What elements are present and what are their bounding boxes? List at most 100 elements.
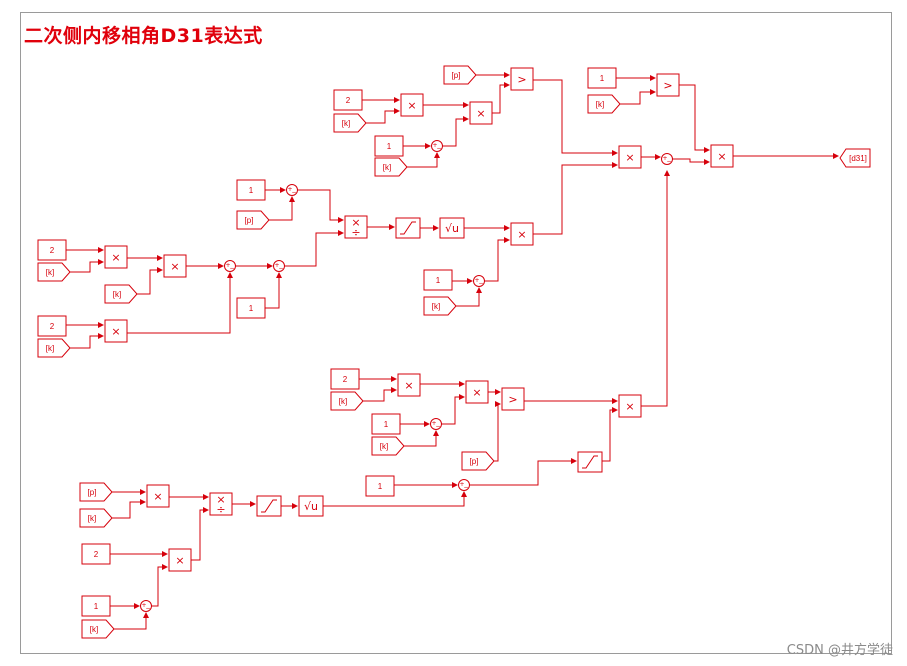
const-1-d: 1	[423, 269, 453, 291]
from-tag-label: [k]	[380, 442, 388, 451]
product-j: ×	[465, 380, 489, 404]
divide-b: ×÷	[209, 492, 233, 516]
signal-line	[441, 394, 465, 425]
plus-sign: +	[225, 262, 230, 269]
saturation-c	[577, 451, 603, 473]
from-tag-label: [k]	[339, 397, 347, 406]
sum-i: +−	[458, 479, 470, 491]
from-k-h: [k]	[330, 391, 364, 411]
minus-sign: −	[463, 484, 468, 491]
divide-symbol: ÷	[216, 503, 225, 516]
from-p-2: [p]	[236, 210, 270, 230]
operator-symbol: >	[663, 79, 672, 92]
block-box	[439, 217, 465, 239]
saturation-icon	[582, 455, 598, 469]
diagram-frame	[20, 12, 892, 654]
constant-value: 1	[94, 602, 99, 611]
signal-line	[114, 612, 149, 630]
sum-circle	[431, 140, 443, 152]
product-f: ×	[104, 245, 128, 269]
const-2-d: 2	[330, 368, 360, 390]
constant-value: 2	[50, 246, 55, 255]
sum-circle	[430, 418, 442, 430]
signal-line	[484, 237, 510, 282]
operator-symbol: ×	[111, 325, 120, 338]
constant-box	[365, 475, 395, 497]
product-e: ×	[510, 222, 534, 246]
divide-a: ×÷	[344, 215, 368, 239]
signal-line	[137, 267, 163, 295]
block-box	[510, 67, 534, 91]
signal-line	[323, 491, 467, 507]
const-1-e: 1	[236, 297, 266, 319]
block-box	[209, 492, 233, 516]
relational-gt-1: >	[510, 67, 534, 91]
from-k-i: [k]	[371, 436, 405, 456]
signal-line	[494, 401, 501, 462]
from-tag-label: [p]	[452, 71, 461, 80]
minus-sign: −	[435, 423, 440, 430]
signal-line	[127, 272, 233, 334]
constant-box	[81, 543, 111, 565]
from-tag-shape	[587, 94, 621, 114]
signal-line	[70, 333, 104, 349]
divide-symbol: ÷	[351, 226, 360, 239]
from-tag-shape	[423, 296, 457, 316]
sqrt-icon: √u	[304, 500, 318, 513]
from-p-4: [p]	[79, 482, 113, 502]
from-tag-label: [k]	[342, 119, 350, 128]
constant-value: 2	[94, 550, 99, 559]
constant-box	[236, 179, 266, 201]
sqrt-icon: √u	[445, 222, 459, 235]
plus-sign: +	[141, 602, 146, 609]
from-tag-shape	[330, 391, 364, 411]
from-k-c: [k]	[587, 94, 621, 114]
from-tag-shape	[79, 482, 113, 502]
operator-symbol: ×	[717, 150, 726, 163]
constant-box	[587, 67, 617, 89]
from-k-f: [k]	[104, 284, 138, 304]
from-k-b: [k]	[374, 157, 408, 177]
block-box	[469, 101, 493, 125]
product-k: ×	[618, 394, 642, 418]
from-tag-label: [p]	[245, 216, 254, 225]
signal-line	[191, 507, 209, 561]
const-2-a: 2	[333, 89, 363, 111]
from-tag-shape	[333, 113, 367, 133]
product-b: ×	[469, 101, 493, 125]
block-box	[501, 387, 525, 411]
signal-line	[641, 170, 670, 407]
plus-sign: +	[431, 420, 436, 427]
signal-line	[404, 430, 439, 447]
operator-symbol: ×	[472, 386, 481, 399]
minus-sign: −	[291, 189, 296, 196]
from-k-d: [k]	[423, 296, 457, 316]
block-box	[298, 495, 324, 517]
sum-d: +−	[473, 275, 485, 287]
from-k-k: [k]	[81, 619, 115, 639]
sum-g: +−	[430, 418, 442, 430]
from-tag-shape	[461, 451, 495, 471]
constant-value: 1	[387, 142, 392, 151]
sqrt-b: √u	[298, 495, 324, 517]
watermark: CSDN @井方学徒	[786, 643, 893, 658]
signal-line	[70, 259, 104, 273]
const-2-e: 2	[81, 543, 111, 565]
block-box	[344, 215, 368, 239]
constant-value: 1	[600, 74, 605, 83]
from-k-e: [k]	[37, 262, 71, 282]
from-tag-label: [p]	[470, 457, 479, 466]
sum-circle	[273, 260, 285, 272]
const-2-b: 2	[37, 239, 67, 261]
operator-symbol: ×	[170, 260, 179, 273]
block-box	[656, 73, 680, 97]
const-2-c: 2	[37, 315, 67, 337]
signal-line	[407, 152, 440, 168]
sqrt-a: √u	[439, 217, 465, 239]
signal-line	[679, 84, 710, 153]
plus-sign: +	[459, 481, 464, 488]
operator-symbol: ×	[625, 151, 634, 164]
const-1-h: 1	[365, 475, 395, 497]
minus-sign: −	[278, 265, 283, 272]
